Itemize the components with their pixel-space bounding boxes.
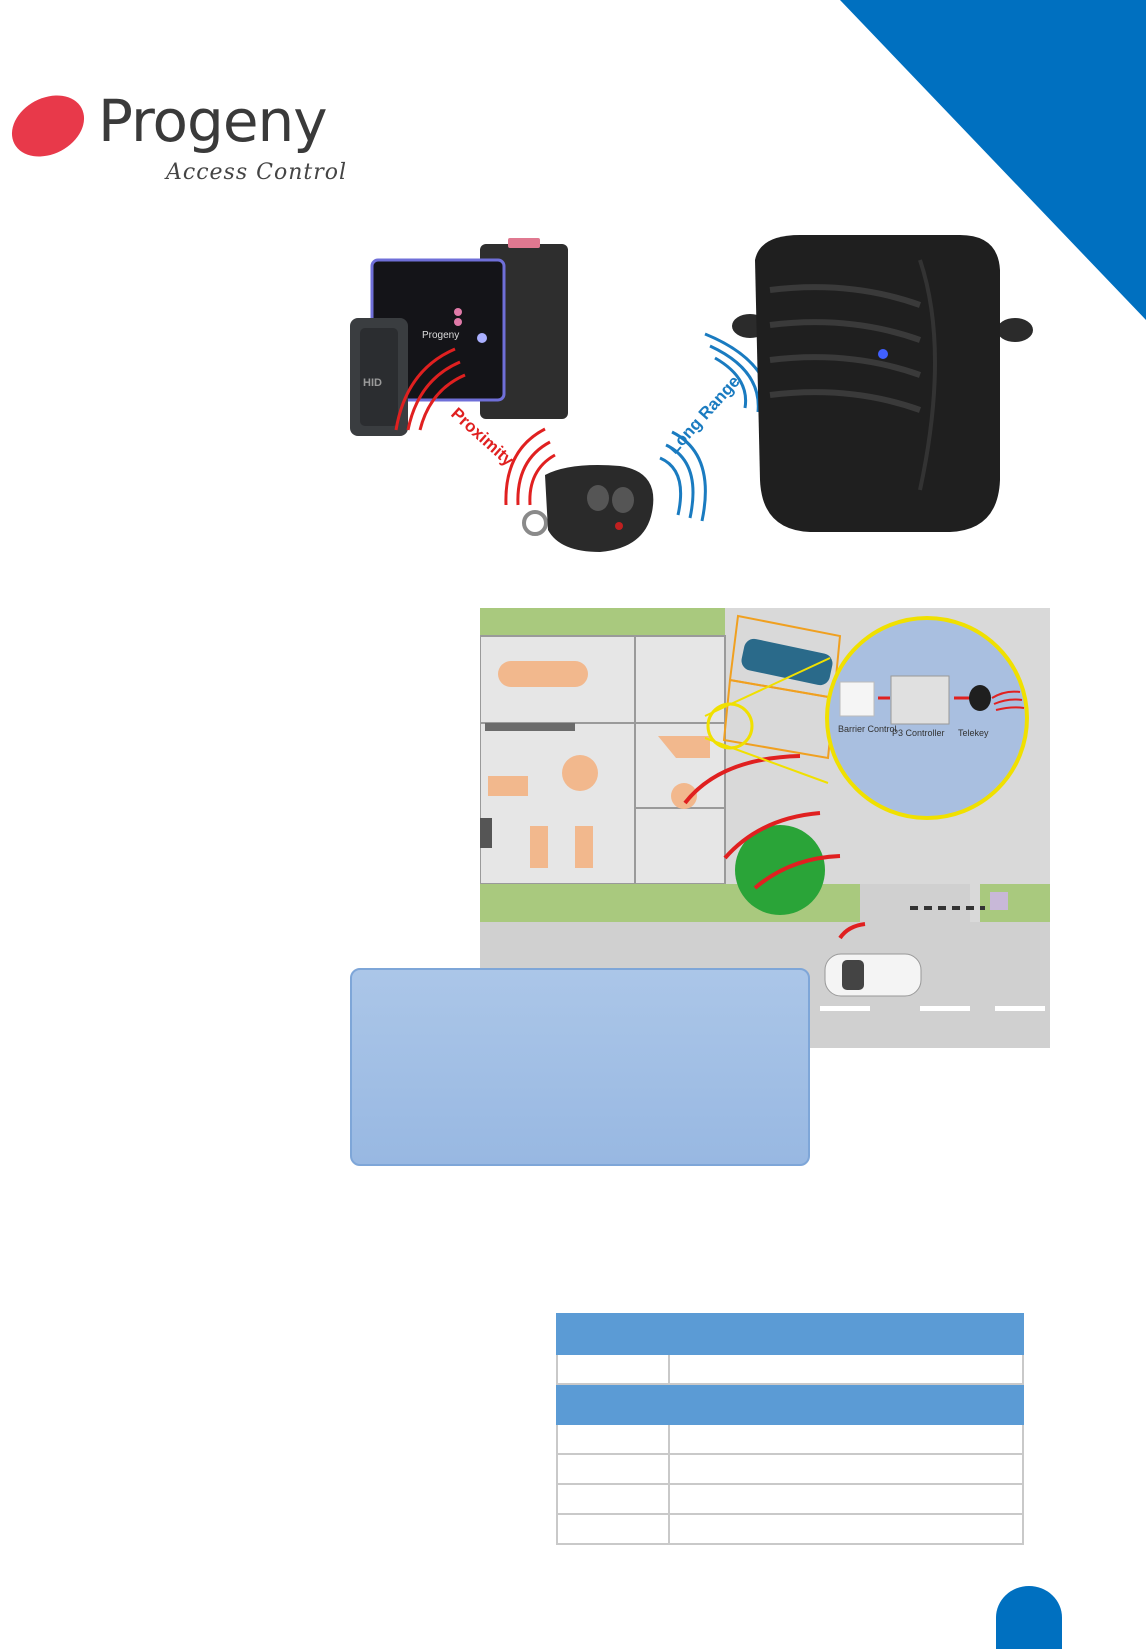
hero-product-illustration: Progeny HID Proximity Long Range — [350, 235, 1033, 552]
spec-header-2 — [556, 1383, 1024, 1425]
key-fob — [522, 465, 654, 552]
callout-label-controller: P3 Controller — [892, 728, 945, 738]
spec-table-wrap — [556, 1313, 1024, 1545]
brand-logo: Progeny Access Control — [0, 85, 360, 195]
corner-decoration — [840, 0, 1146, 320]
square-reader-brand: Progeny — [422, 330, 459, 341]
info-box — [350, 968, 810, 1166]
moving-car — [824, 953, 922, 997]
parked-car — [741, 638, 833, 686]
brand-name: Progeny — [98, 87, 328, 155]
table-row — [556, 1513, 1024, 1545]
brand-tagline: Access Control — [166, 160, 348, 185]
telekey-receiver — [732, 235, 1033, 532]
hid-reader-brand: HID — [363, 377, 382, 389]
round-table — [562, 755, 598, 791]
callout: Barrier Control P3 Controller Telekey — [704, 616, 1029, 820]
info-box-text — [352, 970, 808, 998]
table-row — [556, 1423, 1024, 1455]
spec-header-1 — [556, 1313, 1024, 1355]
page-number-badge — [996, 1586, 1062, 1649]
logo-dot-icon — [11, 95, 85, 157]
callout-label-barrier: Barrier Control — [838, 724, 897, 734]
long-range-label: Long Range — [664, 372, 744, 458]
table-row — [556, 1353, 1024, 1385]
table-row — [556, 1453, 1024, 1485]
callout-label-telekey: Telekey — [958, 728, 989, 738]
table-row — [556, 1483, 1024, 1515]
meeting-table — [498, 661, 588, 687]
spec-table — [556, 1313, 1024, 1545]
